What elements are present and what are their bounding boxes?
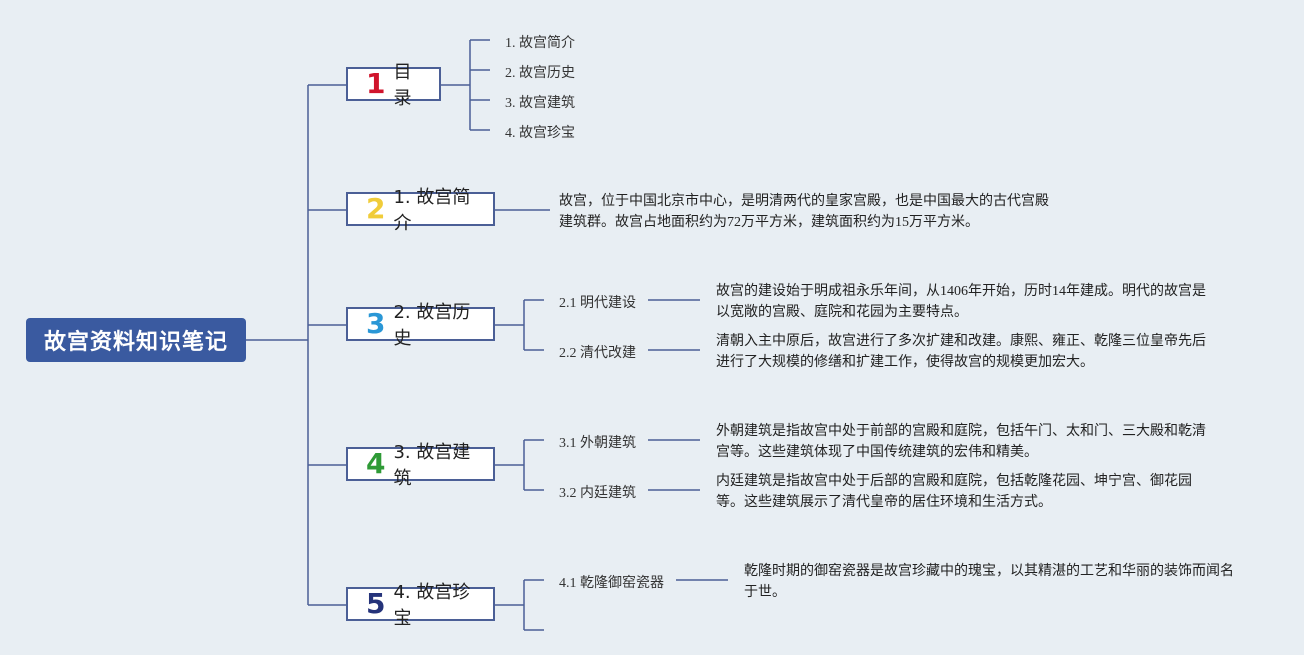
subtopic-inner-court[interactable]: 3.2 内廷建筑 xyxy=(559,486,636,501)
branch-label: 2. 故宫历史 xyxy=(393,302,471,349)
subtopic-outer-court[interactable]: 3.1 外朝建筑 xyxy=(559,436,636,451)
porcelain-line-2: 于世。 xyxy=(744,585,786,600)
qing-line-1: 清朝入主中原后，故宫进行了多次扩建和改建。康熙、雍正、乾隆三位皇帝先后 xyxy=(716,334,1206,349)
outer-court-line-1: 外朝建筑是指故宫中处于前部的宫殿和庭院，包括午门、太和门、三大殿和乾清 xyxy=(716,424,1206,439)
branch-label: 目录 xyxy=(393,62,412,109)
number-3-icon: 3 xyxy=(366,307,386,340)
toc-item-architecture[interactable]: 3. 故宫建筑 xyxy=(505,96,575,111)
toc-item-history[interactable]: 2. 故宫历史 xyxy=(505,66,575,81)
porcelain-description[interactable]: 乾隆时期的御窑瓷器是故宫珍藏中的瑰宝，以其精湛的工艺和华丽的装饰而闻名 于世。 xyxy=(744,561,1234,603)
branch-toc[interactable]: 1 目录 xyxy=(346,62,441,109)
branch-history[interactable]: 3 2. 故宫历史 xyxy=(346,302,495,349)
number-5-icon: 5 xyxy=(366,587,386,620)
outer-court-line-2: 宫等。这些建筑体现了中国传统建筑的宏伟和精美。 xyxy=(716,445,1038,460)
porcelain-line-1: 乾隆时期的御窑瓷器是故宫珍藏中的瑰宝，以其精湛的工艺和华丽的装饰而闻名 xyxy=(744,564,1234,579)
ming-line-2: 以宽敞的宫殿、庭院和花园为主要特点。 xyxy=(716,305,968,320)
number-1-icon: 1 xyxy=(366,67,386,100)
qing-description[interactable]: 清朝入主中原后，故宫进行了多次扩建和改建。康熙、雍正、乾隆三位皇帝先后 进行了大… xyxy=(716,331,1206,373)
intro-line-1: 故宫，位于中国北京市中心，是明清两代的皇家宫殿，也是中国最大的古代宫殿 xyxy=(559,194,1049,209)
qing-line-2: 进行了大规模的修缮和扩建工作，使得故宫的规模更加宏大。 xyxy=(716,355,1094,370)
inner-court-description[interactable]: 内廷建筑是指故宫中处于后部的宫殿和庭院，包括乾隆花园、坤宁宫、御花园 等。这些建… xyxy=(716,471,1192,513)
toc-item-intro[interactable]: 1. 故宫简介 xyxy=(505,36,575,51)
number-2-icon: 2 xyxy=(366,192,386,225)
branch-intro[interactable]: 2 1. 故宫简介 xyxy=(346,187,495,234)
toc-item-treasures[interactable]: 4. 故宫珍宝 xyxy=(505,126,575,141)
subtopic-ming[interactable]: 2.1 明代建设 xyxy=(559,296,636,311)
outer-court-description[interactable]: 外朝建筑是指故宫中处于前部的宫殿和庭院，包括午门、太和门、三大殿和乾清 宫等。这… xyxy=(716,421,1206,463)
number-4-icon: 4 xyxy=(366,447,386,480)
subtopic-qing[interactable]: 2.2 清代改建 xyxy=(559,346,636,361)
inner-court-line-1: 内廷建筑是指故宫中处于后部的宫殿和庭院，包括乾隆花园、坤宁宫、御花园 xyxy=(716,474,1192,489)
inner-court-line-2: 等。这些建筑展示了清代皇帝的居住环境和生活方式。 xyxy=(716,495,1052,510)
ming-description[interactable]: 故宫的建设始于明成祖永乐年间，从1406年开始，历时14年建成。明代的故宫是 以… xyxy=(716,281,1206,323)
branch-label: 4. 故宫珍宝 xyxy=(393,582,471,629)
root-topic[interactable]: 故宫资料知识笔记 xyxy=(26,318,246,362)
branch-treasures[interactable]: 5 4. 故宫珍宝 xyxy=(346,582,495,629)
ming-line-1: 故宫的建设始于明成祖永乐年间，从1406年开始，历时14年建成。明代的故宫是 xyxy=(716,284,1206,299)
intro-description[interactable]: 故宫，位于中国北京市中心，是明清两代的皇家宫殿，也是中国最大的古代宫殿 建筑群。… xyxy=(559,191,1049,233)
branch-label: 1. 故宫简介 xyxy=(393,187,471,234)
branch-label: 3. 故宫建筑 xyxy=(393,442,471,489)
intro-line-2: 建筑群。故宫占地面积约为72万平方米，建筑面积约为15万平方米。 xyxy=(559,215,979,230)
branch-architecture[interactable]: 4 3. 故宫建筑 xyxy=(346,442,495,489)
subtopic-porcelain[interactable]: 4.1 乾隆御窑瓷器 xyxy=(559,576,664,591)
